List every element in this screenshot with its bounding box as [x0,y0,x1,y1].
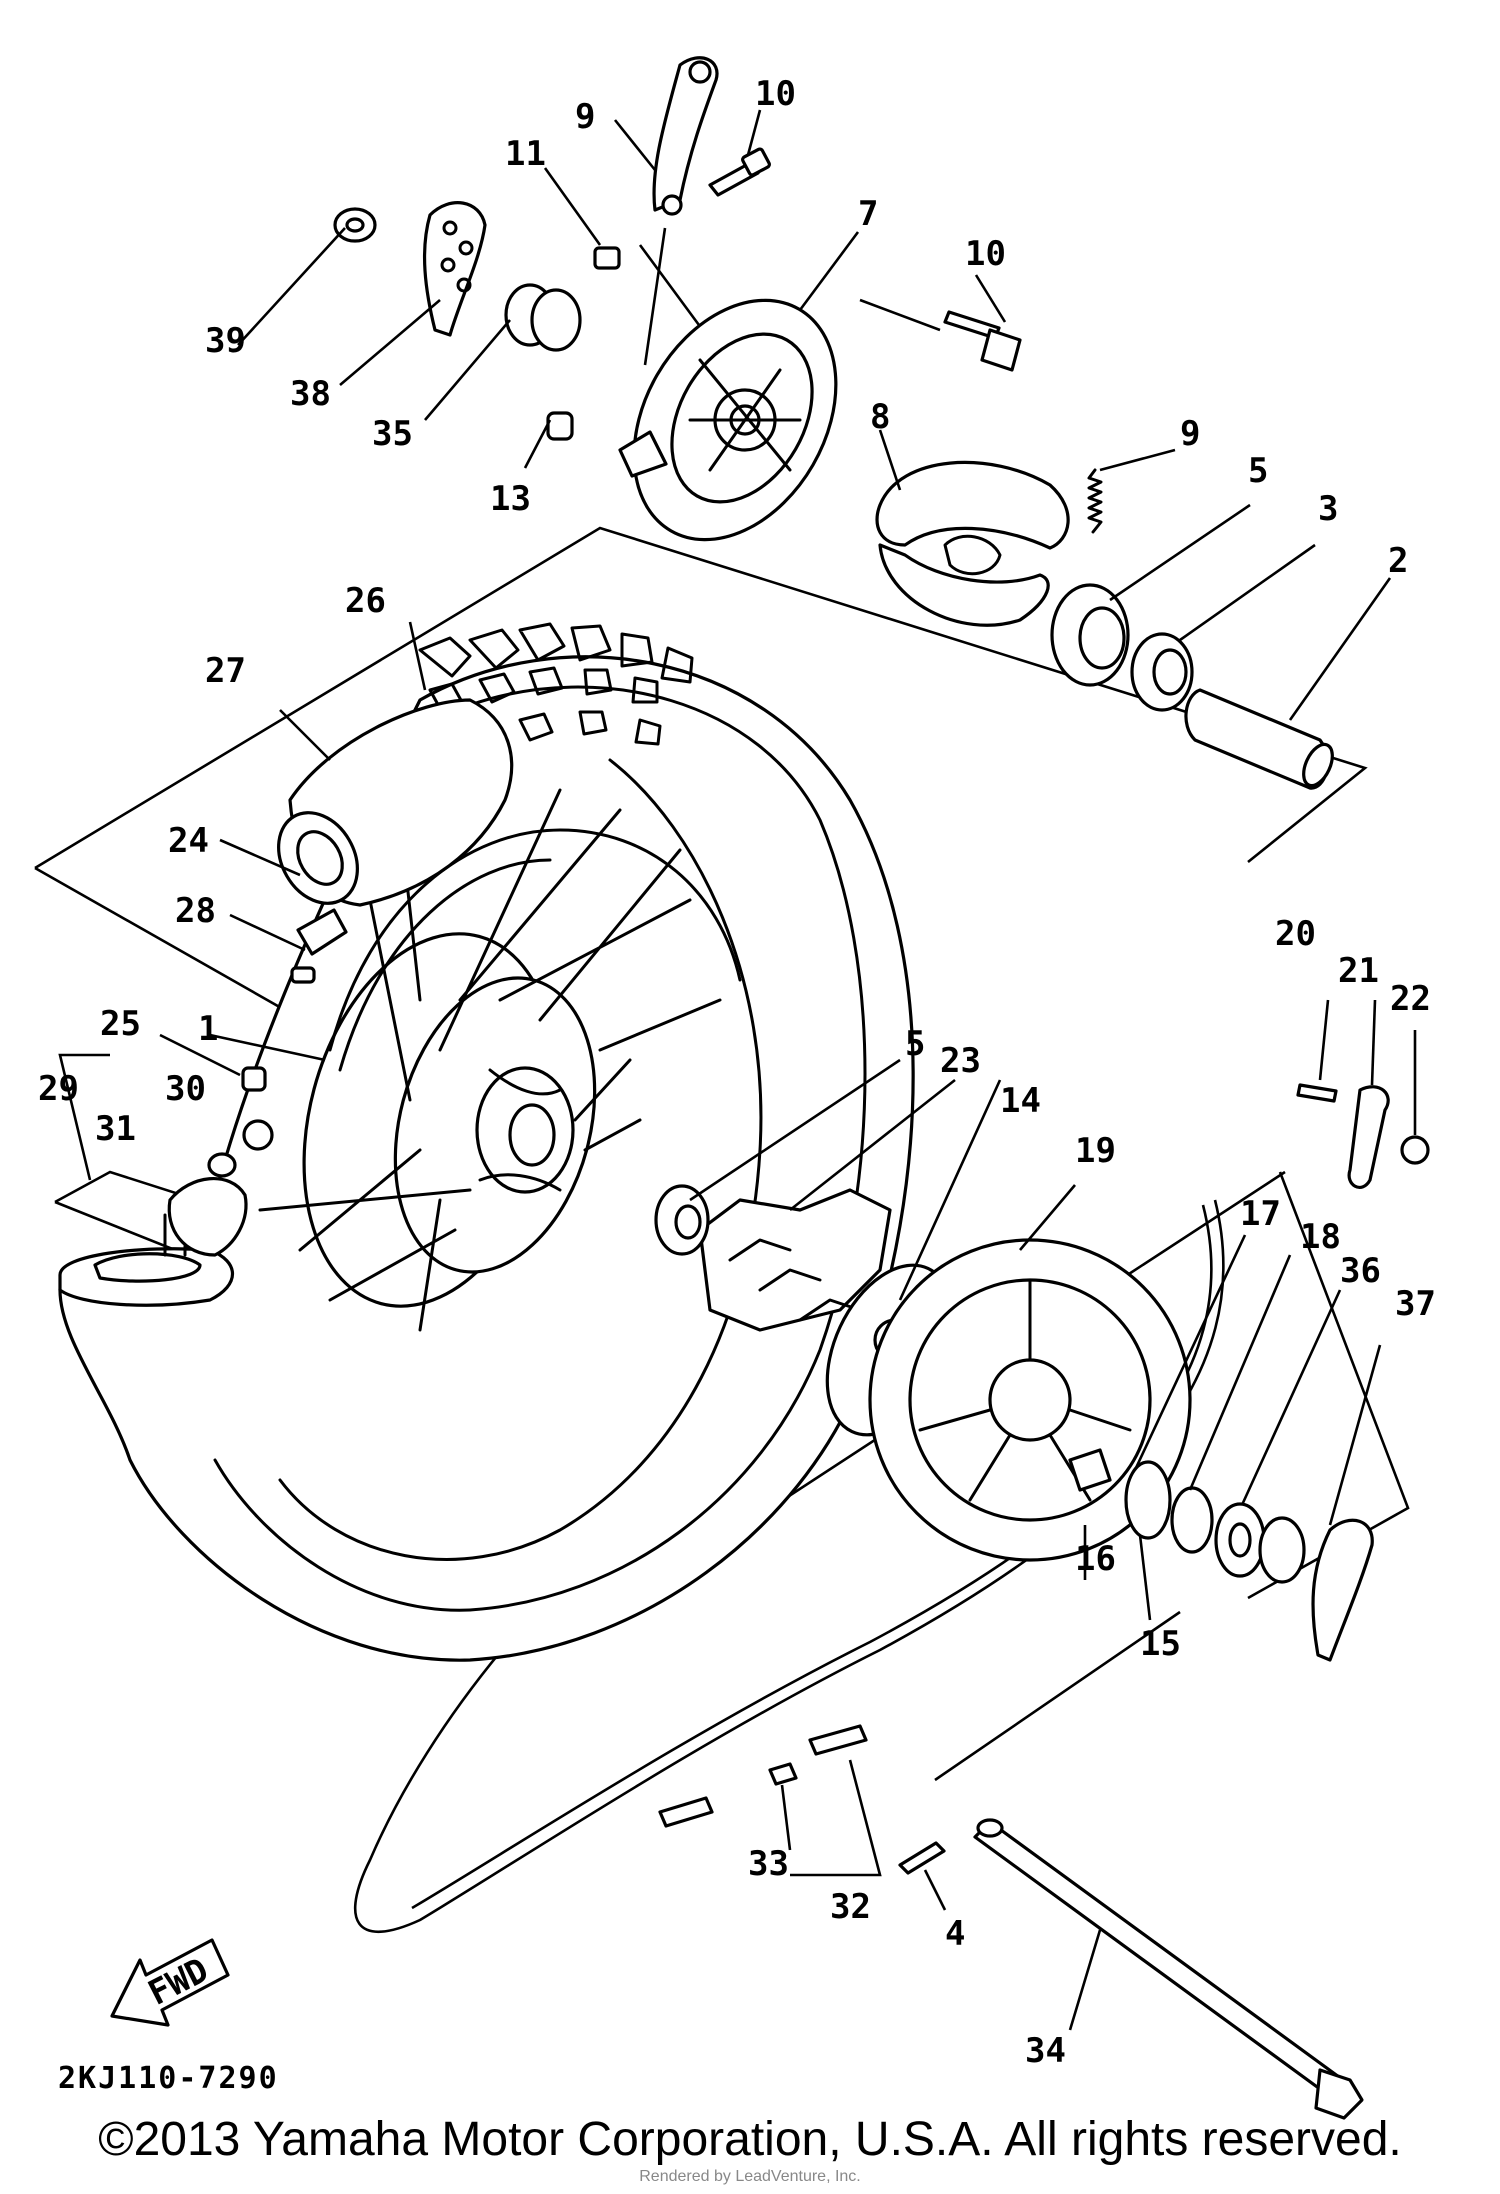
wheel-hub-and-spokes [258,788,742,1332]
callout-24: 24 [168,821,209,861]
callout-5-lower: 5 [905,1024,925,1064]
callout-9: 10 [965,234,1006,274]
fwd-arrow: FWD [110,1938,230,2027]
adjuster-bolt-parts [1296,1083,1430,1189]
callout-27: 27 [205,651,246,691]
axle-nut-parts [167,1066,274,1257]
callout-6: 7 [858,194,878,234]
callout-13: 13 [490,479,531,519]
callout-37: 37 [1395,1284,1436,1324]
rendered-by-credit: Rendered by LeadVenture, Inc. [639,2168,861,2185]
callout-25: 25 [100,1004,141,1044]
callout-19: 19 [1075,1131,1116,1171]
callout-labels: 9 10 11 7 10 39 38 35 13 8 9 5 3 2 26 27… [38,74,1436,2071]
callout-12: 11 [505,134,546,174]
callout-4: 4 [945,1914,965,1954]
callout-11: 10 [755,74,796,114]
callout-35: 35 [372,414,413,454]
callout-20: 20 [1275,914,1316,954]
callout-28: 28 [175,891,216,931]
callout-23: 23 [940,1041,981,1081]
callout-5-top: 5 [1248,451,1268,491]
callout-2: 2 [1388,541,1408,581]
copyright-notice: ©2013 Yamaha Motor Corporation, U.S.A. A… [98,2113,1402,2166]
callout-22: 22 [1390,979,1431,1019]
callout-29: 29 [38,1069,79,1109]
callout-32: 32 [830,1887,871,1927]
callout-7: 8 [870,397,890,437]
callout-8: 9 [1180,414,1200,454]
chain-adjuster-top [333,201,487,337]
callout-10: 9 [575,97,595,137]
callout-36: 36 [1340,1251,1381,1291]
callout-15: 15 [1140,1624,1181,1664]
callout-31: 31 [95,1109,136,1149]
callout-1: 1 [198,1009,218,1049]
callout-34: 34 [1025,2031,1066,2071]
callout-26: 26 [345,581,386,621]
sprocket-assembly [654,1184,1374,1662]
brake-assembly [504,56,1334,790]
callout-21: 21 [1338,951,1379,991]
leader-lines [58,109,1417,2031]
callout-38: 38 [290,374,331,414]
callout-30: 30 [165,1069,206,1109]
inner-tube [277,698,514,984]
callout-3: 3 [1318,489,1338,529]
callout-16: 16 [1075,1539,1116,1579]
diagram-code: 2KJ110-7290 [58,2061,279,2096]
chain-joint-axle [658,1724,1364,2120]
callout-14: 14 [1000,1081,1041,1121]
callout-33: 33 [748,1844,789,1884]
callout-39: 39 [205,321,246,361]
callout-18: 18 [1300,1217,1341,1257]
callout-17: 17 [1240,1194,1281,1234]
